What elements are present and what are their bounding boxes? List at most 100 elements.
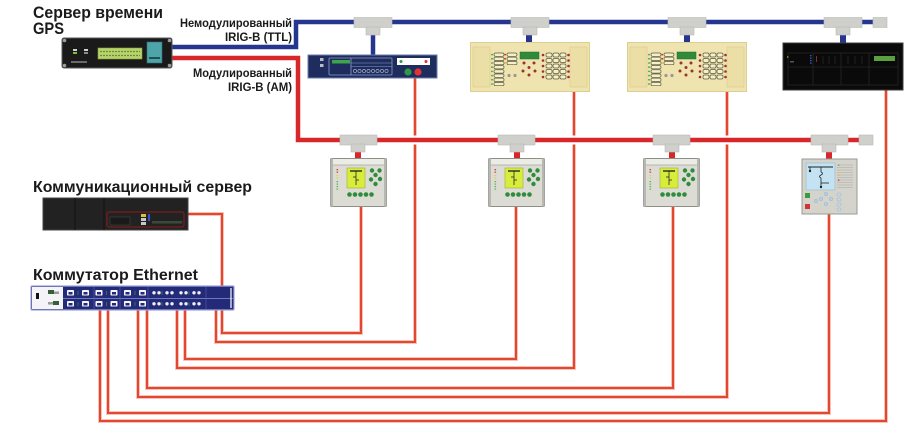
screw-icon (167, 38, 172, 43)
port-link-led (77, 293, 79, 295)
fiber-port (157, 302, 161, 306)
fiber-port (179, 302, 183, 306)
rj45-port-socket (112, 303, 116, 306)
rtu-lcd (874, 56, 895, 61)
port-link-led (161, 304, 163, 306)
ied4-nav-keys (814, 191, 834, 206)
bus-terminator (858, 134, 874, 146)
ethernet-cable (106, 213, 831, 415)
switch-uplink-port (54, 291, 59, 294)
ethernet-cable (136, 91, 729, 399)
rj45-port-socket (83, 303, 88, 306)
ethernet-cable (175, 91, 576, 370)
fiber-port (152, 302, 156, 306)
switch-console-port (36, 293, 39, 299)
rtu-modules (787, 52, 899, 86)
port-link-led (161, 302, 163, 304)
network-port-icon (141, 222, 146, 225)
bay-ied-4 (801, 158, 858, 215)
status-led-red (424, 60, 428, 63)
rtu-led (790, 61, 794, 63)
rtu-body (782, 42, 904, 91)
t-connector (810, 134, 849, 153)
rtu-controller (782, 42, 904, 91)
ethernet-cable (98, 89, 888, 423)
port-link-led (161, 291, 163, 293)
status-led-green (399, 60, 403, 63)
fiber-port (152, 291, 156, 295)
ethernet-cables (98, 77, 888, 423)
rtu-led (816, 56, 817, 62)
fiber-port (192, 302, 196, 306)
gps-server-title-line2: GPS (33, 19, 64, 38)
gps-led (84, 49, 88, 51)
network-port-icon (141, 218, 146, 221)
bay-ied-3 (644, 159, 700, 207)
fiber-port (197, 291, 201, 295)
port-link-led (161, 293, 163, 295)
bus-terminator (872, 17, 888, 28)
bus-drop (684, 35, 690, 42)
port-link-led (188, 293, 190, 295)
port-link-led (106, 293, 107, 295)
t-connector (339, 134, 378, 153)
display-unit-icon (320, 58, 324, 61)
gps-led (73, 49, 77, 51)
gps-lcd (97, 47, 143, 60)
rj45-port-socket (140, 303, 145, 306)
fiber-port (179, 291, 183, 295)
t-connector (652, 134, 691, 153)
gps-model-plate (71, 61, 87, 63)
rtu-led (787, 56, 789, 58)
ethernet-switch (30, 285, 235, 311)
t-connector (823, 17, 863, 36)
bay-ied-2 (489, 159, 545, 207)
rj45-port-socket (125, 292, 130, 295)
port-link-led (134, 291, 136, 293)
green-button-icon (404, 68, 412, 76)
gps-led (84, 52, 88, 54)
ethernet-switch-title: Коммутатор Ethernet (33, 267, 198, 284)
fiber-port (192, 291, 196, 295)
screw-icon (62, 63, 67, 68)
port-link-led (188, 291, 190, 293)
rj45-port-socket (83, 292, 88, 295)
irig-display-unit (307, 54, 438, 79)
t-connector (497, 134, 536, 153)
rj45-port-socket (125, 303, 130, 306)
fiber-port (170, 302, 174, 306)
port-link-led (106, 302, 107, 304)
comm-server-title: Коммуникационный сервер (33, 179, 252, 196)
fiber-port (184, 302, 188, 306)
gps-led (73, 52, 77, 54)
switch-body (30, 285, 235, 311)
ethernet-cable (214, 77, 417, 344)
ied4-alarm-panel (837, 164, 853, 188)
ied4-led (838, 164, 840, 166)
rj45-port-socket (140, 292, 145, 295)
network-port-icon (141, 214, 146, 217)
irig-b-am-bus (170, 53, 874, 159)
ied4-mimic-diagram (808, 166, 833, 189)
gps-brand-plate (149, 57, 160, 59)
switch-uplink-port (48, 302, 53, 305)
port-link-led (77, 304, 79, 306)
bus-drop (840, 35, 846, 43)
rtu-port-leds (810, 55, 812, 64)
screw-icon (167, 63, 172, 68)
switch-uplink-port (48, 290, 54, 294)
port-link-led (188, 302, 190, 304)
fiber-port (157, 291, 161, 295)
t-connector (667, 17, 707, 36)
bus-drop (526, 35, 532, 42)
fiber-port (165, 302, 169, 306)
port-link-led (134, 304, 136, 306)
irig-ttl-label-line2: IRIG-B (TTL) (225, 32, 292, 44)
rj45-port-socket (68, 292, 73, 295)
bus-drop (669, 152, 675, 158)
communication-server (42, 197, 189, 231)
rj45-port-socket (112, 292, 116, 295)
ied4-led (838, 174, 840, 176)
ethernet-cable (186, 206, 363, 335)
irig-b-ttl-bus (170, 17, 888, 56)
